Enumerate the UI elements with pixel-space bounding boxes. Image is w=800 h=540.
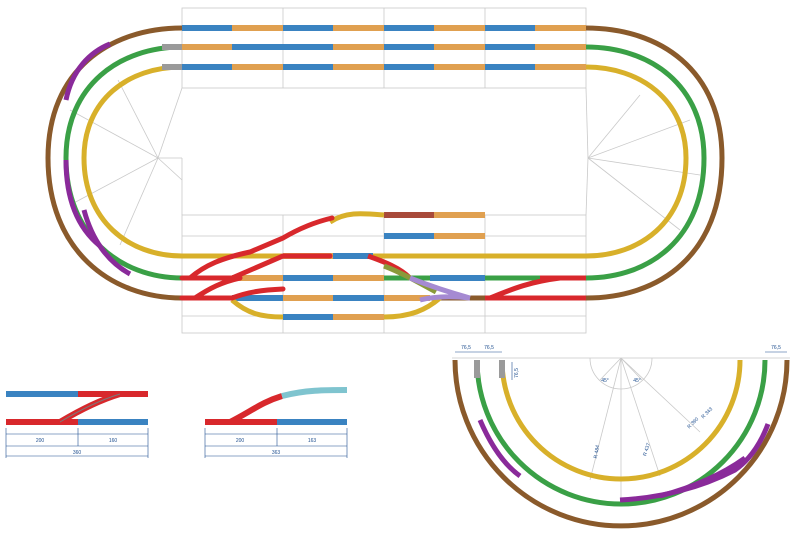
inner-loop-track [81, 64, 689, 259]
switch-right [485, 275, 586, 301]
dim-label: 360 [73, 450, 82, 456]
radius-label: R 484 [593, 445, 601, 459]
angle-label: 45° [633, 378, 641, 384]
radius-label: R 390 [686, 416, 700, 430]
station-yard [179, 211, 586, 320]
semi-inner-arc [499, 359, 743, 482]
siding-track [384, 212, 434, 218]
angle-label: 45° [601, 378, 609, 384]
dim-label: 76,5 [514, 368, 520, 378]
middle-loop-track [63, 44, 707, 281]
crossing-lavender [409, 275, 471, 303]
radius-label: R 343 [700, 406, 714, 420]
dim-label: 76,5 [461, 345, 471, 351]
dim-label: 163 [308, 438, 317, 444]
dim-label: 76,5 [771, 345, 781, 351]
semi-mid-arc [474, 359, 768, 507]
dim-label: 76,5 [484, 345, 494, 351]
baseboard-grid [69, 7, 701, 334]
dim-label: 160 [109, 438, 118, 444]
crossing-olive [383, 263, 438, 295]
purple-curve-left-bottom [81, 209, 132, 277]
detail-right: 200 163 363 [204, 387, 348, 458]
semi-outer-arc [452, 359, 790, 529]
short-gray-piece [162, 44, 182, 50]
semicircle-detail: 76,5 76,5 76,5 76,5 45° 45° R 484 R 437 … [452, 345, 790, 529]
purple-curve-left-upper [63, 41, 111, 101]
switch-left [179, 215, 335, 301]
top-straights [182, 25, 586, 70]
dim-label: 200 [36, 438, 45, 444]
dim-label: 200 [236, 438, 245, 444]
detail-left: 200 160 360 [5, 391, 149, 458]
radius-label: R 437 [642, 442, 652, 457]
dim-label: 363 [272, 450, 281, 456]
short-gray-piece [162, 64, 182, 70]
